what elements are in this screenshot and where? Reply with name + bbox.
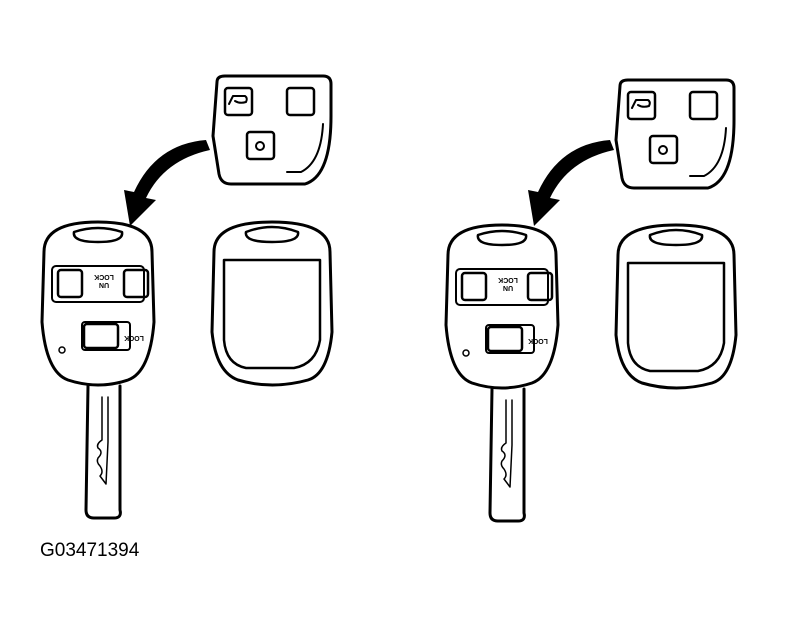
key-shell-left <box>210 220 334 387</box>
figure-id-label: G03471394 <box>40 540 140 561</box>
button-pad-left <box>211 74 333 186</box>
unlock-label-line2: LOCK <box>94 273 114 280</box>
key-fob-left: UN LOCK LOCK <box>40 220 156 520</box>
curved-arrow-icon <box>124 140 210 226</box>
lock-label: LOCK <box>528 337 548 344</box>
button-pad-right <box>614 78 736 190</box>
lock-label: LOCK <box>124 334 144 341</box>
left-step-group: UN LOCK LOCK <box>40 74 334 520</box>
unlock-label-line2: LOCK <box>498 276 518 283</box>
right-step-group: UN LOCK LOCK <box>444 78 738 523</box>
unlock-label-line1: UN <box>503 284 513 291</box>
unlock-label-line1: UN <box>99 281 109 288</box>
curved-arrow-icon <box>528 140 614 226</box>
key-shell-right <box>614 223 738 390</box>
key-fob-right: UN LOCK LOCK <box>444 223 560 523</box>
